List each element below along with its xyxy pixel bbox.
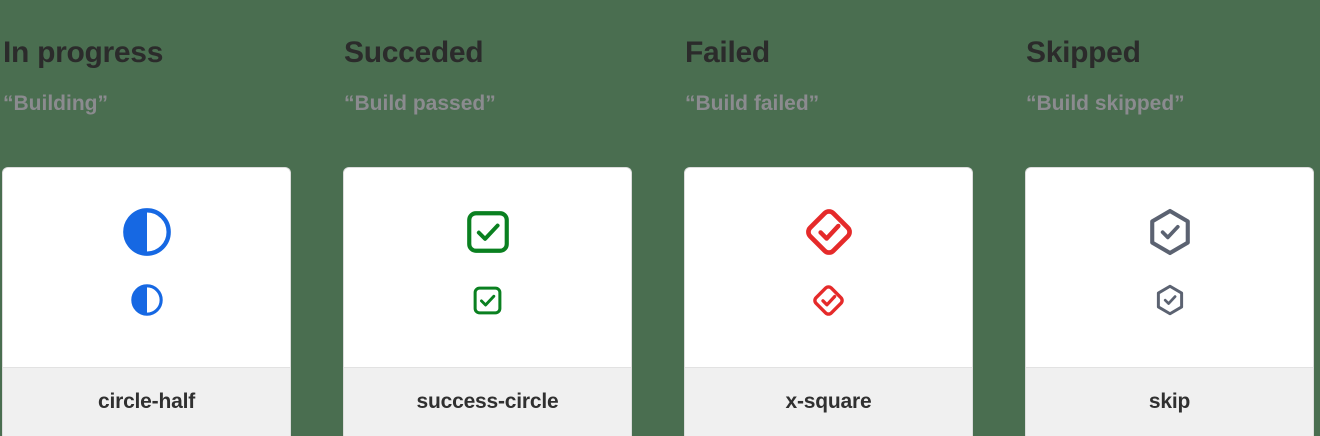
card-icon-area (1026, 168, 1313, 367)
icon-card-x-square[interactable]: x-square (684, 167, 973, 436)
success-circle-icon (463, 207, 513, 257)
success-circle-icon (471, 284, 504, 317)
status-column-succeded: Succeded “Build passed” (341, 0, 682, 436)
column-subtitle: “Building” (3, 92, 108, 115)
icon-preview-small (344, 280, 631, 320)
column-subtitle: “Build passed” (344, 92, 496, 115)
icon-preview-large (344, 204, 631, 260)
icon-preview-large (3, 204, 290, 260)
icon-preview-large (685, 204, 972, 260)
status-column-in-progress: In progress “Building” (0, 0, 341, 436)
icon-card-circle-half[interactable]: circle-half (2, 167, 291, 436)
column-title: In progress (3, 36, 164, 69)
icon-name-label: x-square (785, 390, 872, 413)
column-title: Skipped (1026, 36, 1141, 69)
icon-preview-small (685, 280, 972, 320)
column-title: Succeded (344, 36, 484, 69)
column-subtitle: “Build failed” (685, 92, 820, 115)
icon-card-success-circle[interactable]: success-circle (343, 167, 632, 436)
skip-icon (1144, 206, 1196, 258)
card-footer: x-square (685, 367, 972, 436)
circle-half-icon (121, 206, 173, 258)
skip-icon (1153, 283, 1187, 317)
x-square-icon (810, 282, 847, 319)
icon-name-label: skip (1148, 390, 1191, 413)
status-column-failed: Failed “Build failed” (682, 0, 1023, 436)
card-footer: circle-half (3, 367, 290, 436)
circle-half-icon (130, 283, 164, 317)
icon-preview-small (3, 280, 290, 320)
x-square-icon (801, 204, 857, 260)
icon-card-skip[interactable]: skip (1025, 167, 1314, 436)
status-column-skipped: Skipped “Build skipped” (1023, 0, 1320, 436)
column-title: Failed (685, 36, 770, 69)
card-icon-area (685, 168, 972, 367)
icon-preview-large (1026, 204, 1313, 260)
column-subtitle: “Build skipped” (1026, 92, 1185, 115)
card-footer: success-circle (344, 367, 631, 436)
icon-preview-small (1026, 280, 1313, 320)
card-footer: skip (1026, 367, 1313, 436)
icon-name-label: success-circle (416, 390, 559, 413)
icon-name-label: circle-half (97, 390, 195, 413)
card-icon-area (3, 168, 290, 367)
card-icon-area (344, 168, 631, 367)
